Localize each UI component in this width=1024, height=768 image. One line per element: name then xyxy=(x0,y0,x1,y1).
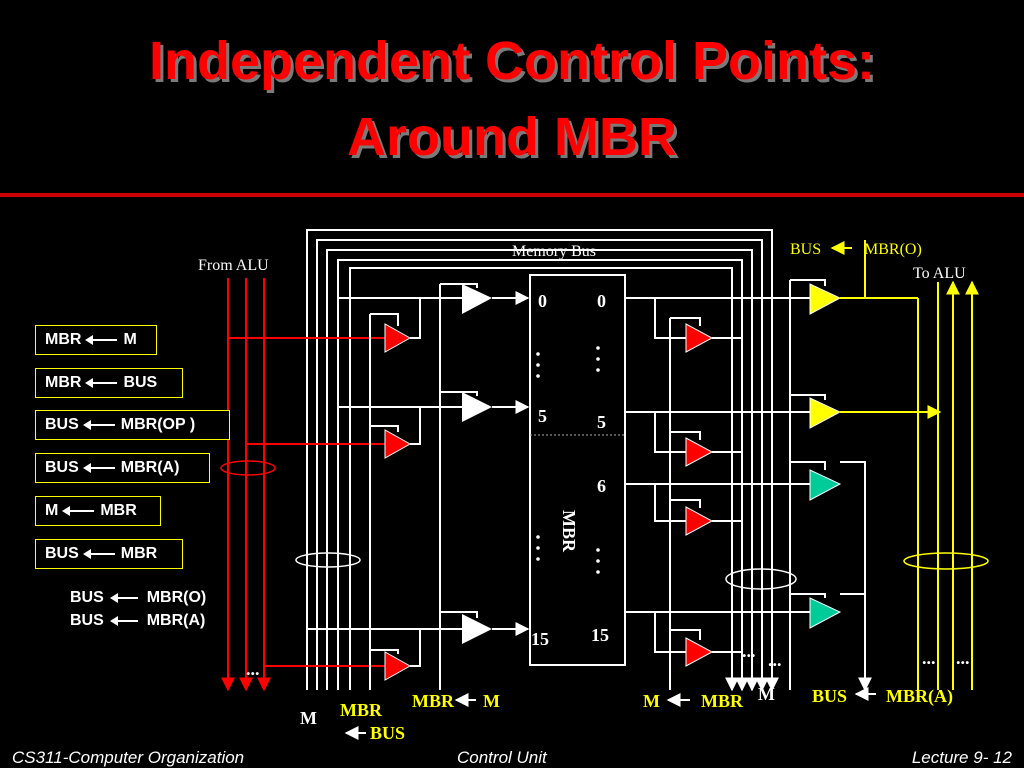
bottom-mbr-left: MBR xyxy=(340,700,383,720)
gate-bus-mbr-a-15 xyxy=(809,597,842,629)
ellipsis-mid-2: ... xyxy=(768,650,782,670)
gate-bus-mbr-o-5 xyxy=(809,397,842,429)
mbr-left-bit-5: 5 xyxy=(538,406,547,426)
left-arrow-icon xyxy=(85,378,118,388)
bottom-bus-mbr-a-left: BUS xyxy=(812,686,847,706)
ellipse-red xyxy=(220,460,276,476)
left-arrow-icon xyxy=(110,592,139,603)
bottom-mbr-m-left: MBR xyxy=(412,691,455,711)
left-gates xyxy=(384,284,492,681)
footer-lecture: Lecture 9- 12 xyxy=(911,748,1012,767)
gate-m-mbr-15 xyxy=(685,637,714,667)
mbr-right-bit-0: 0 xyxy=(597,291,606,311)
ellipsis-right-1: ... xyxy=(922,648,936,668)
top-signal-left: BUS xyxy=(790,241,821,258)
memory-bus-lines xyxy=(306,229,779,692)
mbr-left-bit-15: 15 xyxy=(531,629,549,649)
left-arrow-icon xyxy=(82,463,115,473)
to-alu-label: To ALU xyxy=(913,265,966,282)
gate-mbr-m-5 xyxy=(462,392,492,422)
bottom-m-mbr-right: MBR xyxy=(701,691,744,711)
ellipse-white-left xyxy=(295,552,361,568)
ellipse-white-right xyxy=(725,568,797,590)
ellipsis-right-2: ... xyxy=(956,648,970,668)
bottom-mbr-m-right: M xyxy=(483,691,500,711)
left-arrow-icon xyxy=(110,615,139,626)
top-signal-right: MBR(O) xyxy=(864,241,922,258)
gate-m-mbr-0 xyxy=(685,323,714,353)
bottom-m-left: M xyxy=(300,708,317,728)
control-mbr-from-bus: MBR BUS xyxy=(35,368,183,398)
mbr-right-bit-15: 15 xyxy=(591,625,609,645)
footer-course: CS311-Computer Organization xyxy=(12,748,245,767)
gate-bus-mbr-o-0 xyxy=(809,283,842,315)
control-bus-from-mbr: BUS MBR xyxy=(35,539,183,569)
from-alu-wires xyxy=(221,278,385,692)
grouping-ellipses xyxy=(220,460,989,590)
bottom-m-right: M xyxy=(758,684,775,704)
gate-mbr-bus-15 xyxy=(384,651,412,681)
ellipsis-left: ... xyxy=(246,659,260,679)
left-arrow-icon xyxy=(82,420,115,430)
gate-mbr-m-15 xyxy=(462,614,492,644)
bottom-bus-mbr-a-right: MBR(A) xyxy=(886,686,953,707)
signal-bus-from-mbr-a: BUS MBR(A) xyxy=(70,612,206,629)
gate-mbr-bus-5 xyxy=(384,429,412,459)
bottom-bus: BUS xyxy=(370,723,405,743)
left-input-wires xyxy=(307,283,530,690)
to-alu-wires xyxy=(840,240,979,690)
mbr-register-label: MBR xyxy=(559,510,579,553)
footer-topic: Control Unit xyxy=(457,748,547,767)
control-bus-from-mbr-a: BUS MBR(A) xyxy=(35,453,210,483)
signal-bus-from-mbr-o: BUS MBR(O) xyxy=(70,589,207,606)
title-divider xyxy=(0,193,1024,197)
gate-mbr-bus-0 xyxy=(384,323,412,353)
slide-title-line2: Around MBR xyxy=(347,107,677,167)
mbr-continuation-dots xyxy=(536,346,600,574)
control-mbr-from-m: MBR M xyxy=(35,325,157,355)
ellipsis-mid-1: ... xyxy=(742,641,756,661)
left-arrow-icon xyxy=(82,549,115,559)
mbr-register xyxy=(529,274,626,666)
gate-bus-mbr-a-6 xyxy=(809,469,842,501)
control-m-from-mbr: M MBR xyxy=(35,496,161,526)
memory-bus-label: Memory Bus xyxy=(512,243,596,260)
mbr-left-bit-0: 0 xyxy=(538,291,547,311)
left-arrow-icon xyxy=(85,335,118,345)
slide-title-line1: Independent Control Points: xyxy=(149,31,875,91)
mbr-right-bit-5: 5 xyxy=(597,412,606,432)
mbr-right-bit-6: 6 xyxy=(597,476,606,496)
gate-mbr-m-0 xyxy=(462,284,492,314)
gate-m-mbr-6 xyxy=(685,506,714,536)
ellipse-yellow xyxy=(903,552,989,570)
gate-m-mbr-5 xyxy=(685,437,714,467)
from-alu-label: From ALU xyxy=(198,257,269,274)
right-output-wires xyxy=(625,279,872,692)
bottom-m-mbr-left: M xyxy=(643,691,660,711)
control-bus-from-mbr-op: BUS MBR(OP ) xyxy=(35,410,230,440)
right-gates xyxy=(685,283,842,667)
left-arrow-icon xyxy=(62,506,95,516)
